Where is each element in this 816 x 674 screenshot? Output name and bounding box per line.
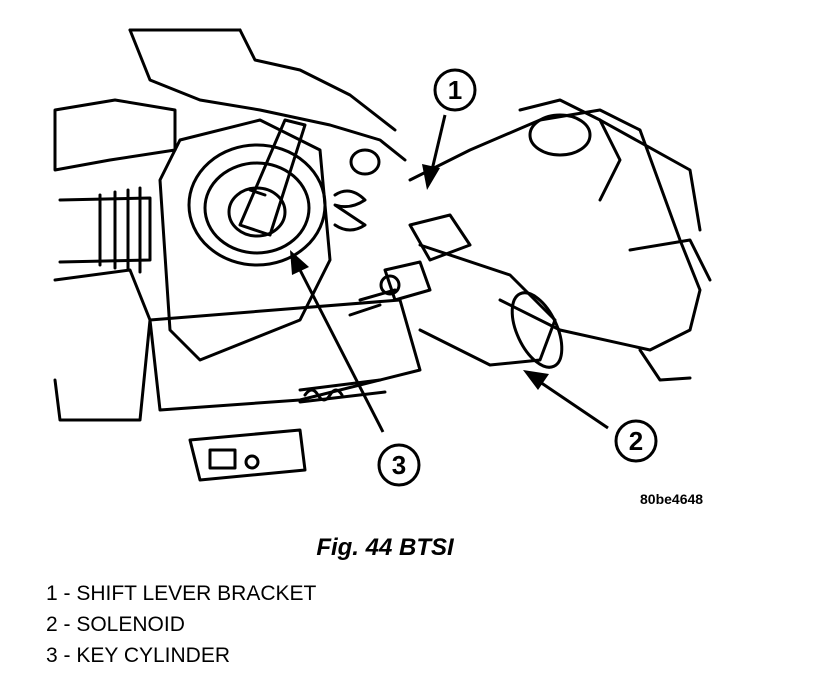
callout-circle-1 (433, 68, 477, 112)
callout-circle-2 (614, 419, 658, 463)
arrowhead-2 (523, 370, 549, 390)
legend-item-shift-lever-bracket: 1 - SHIFT LEVER BRACKET (46, 582, 317, 605)
figure-caption: Fig. 44 BTSI (316, 534, 454, 561)
callout-3: 3 (392, 450, 406, 480)
leader-line-1 (430, 114, 447, 171)
lock-housing (158, 118, 332, 362)
solenoid-body (418, 243, 557, 367)
callout-circle-3 (377, 443, 421, 487)
key-cylinder-outer (187, 143, 327, 267)
callout-2: 2 (629, 426, 643, 456)
legend-item-key-cylinder: 3 - KEY CYLINDER (46, 644, 231, 667)
leader-line-2 (539, 380, 609, 430)
callout-1: 1 (448, 75, 462, 105)
column-housing (58, 196, 152, 264)
key-blade (238, 118, 307, 237)
upper-bracket-outline (128, 28, 407, 162)
leader-line-3 (298, 269, 385, 433)
btsi-illustration: 1 2 3 (53, 28, 712, 487)
shift-lever-bracket (408, 108, 702, 352)
legend-item-solenoid: 2 - SOLENOID (46, 613, 185, 636)
arrowhead-1 (422, 164, 440, 190)
legend: 1 - SHIFT LEVER BRACKET 2 - SOLENOID 3 -… (46, 578, 316, 671)
arrowhead-3 (290, 250, 309, 275)
figure-code: 80be4648 (640, 491, 704, 507)
